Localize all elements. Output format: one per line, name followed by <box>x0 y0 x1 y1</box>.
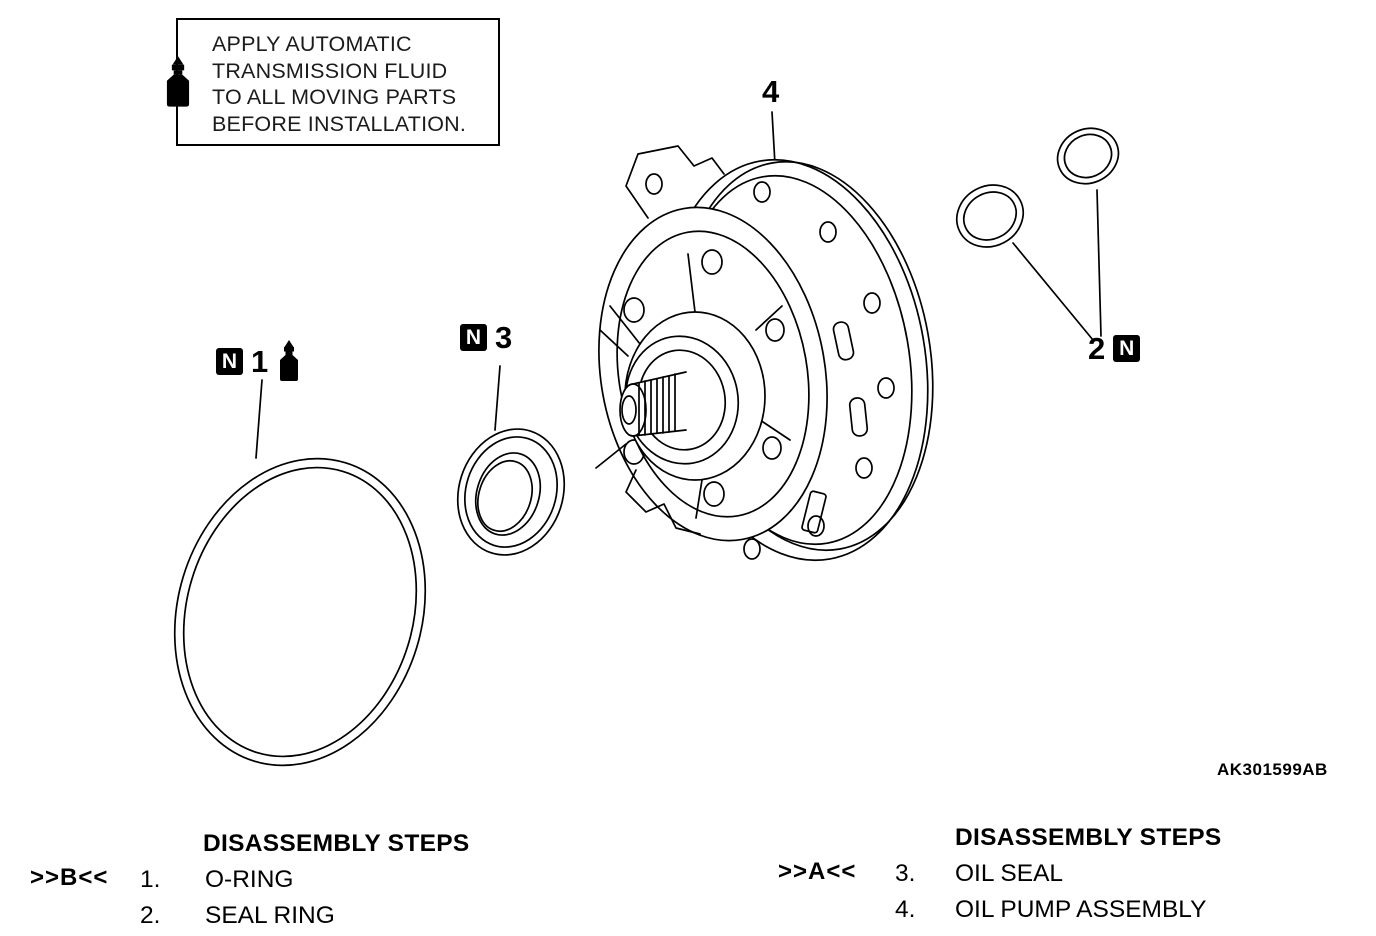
legend-item-number: 4. <box>895 896 916 923</box>
legend-item: 3. OIL SEAL <box>895 860 1222 888</box>
legend-item-label: O-RING <box>205 866 294 893</box>
legend-item-number: 3. <box>895 860 916 887</box>
lubricant-symbol-n: N <box>216 347 243 375</box>
callout-oil-pump: 4 <box>762 76 779 107</box>
oil-pump-assembly-drawing <box>595 145 934 562</box>
callout-number-2: 2 <box>1088 331 1106 366</box>
legend-item-number: 2. <box>140 902 161 929</box>
callout-seal-ring: N 3 <box>460 322 512 353</box>
oil-seal-rings-drawing <box>955 127 1120 248</box>
legend-right: DISASSEMBLY STEPS 3. OIL SEAL 4. OIL PUM… <box>895 824 1222 924</box>
note-line: APPLY AUTOMATIC <box>212 32 412 56</box>
section-marker-b: >>B<< <box>30 864 109 891</box>
legend-item-label: SEAL RING <box>205 902 335 929</box>
o-ring-drawing <box>173 457 427 767</box>
callout-oil-seal: 2 N <box>1088 331 1141 366</box>
callout-number-3: 3 <box>495 320 513 355</box>
legend-title: DISASSEMBLY STEPS <box>203 830 470 857</box>
legend-item-label: OIL PUMP ASSEMBLY <box>955 896 1207 923</box>
lubricant-symbol-n: N <box>1113 335 1141 362</box>
figure-code: AK301599AB <box>1217 760 1328 779</box>
legend-item-number: 1. <box>140 866 161 893</box>
seal-ring-drawing <box>456 428 566 556</box>
legend-item: 4. OIL PUMP ASSEMBLY <box>895 896 1222 924</box>
note-line: BEFORE INSTALLATION. <box>212 111 467 136</box>
legend-left: DISASSEMBLY STEPS 1. O-RING 2. SEAL RING <box>140 830 470 930</box>
caution-note-box: APPLY AUTOMATIC TRANSMISSION FLUID TO AL… <box>166 18 500 146</box>
callout-number-1: 1 <box>251 343 269 379</box>
legend-item: 2. SEAL RING <box>140 902 470 930</box>
callout-o-ring: N 1 <box>216 340 302 382</box>
legend-title: DISASSEMBLY STEPS <box>955 824 1222 851</box>
legend-item: 1. O-RING <box>140 866 470 894</box>
callout-number-4: 4 <box>762 74 780 109</box>
legend-item-label: OIL SEAL <box>955 860 1064 887</box>
lubricant-symbol-n: N <box>460 324 487 351</box>
note-line: TO ALL MOVING PARTS <box>212 85 457 109</box>
note-line: TRANSMISSION FLUID <box>212 58 448 83</box>
section-marker-a: >>A<< <box>778 858 857 885</box>
atf-bottle-icon <box>276 340 302 382</box>
atf-bottle-icon <box>162 56 194 113</box>
